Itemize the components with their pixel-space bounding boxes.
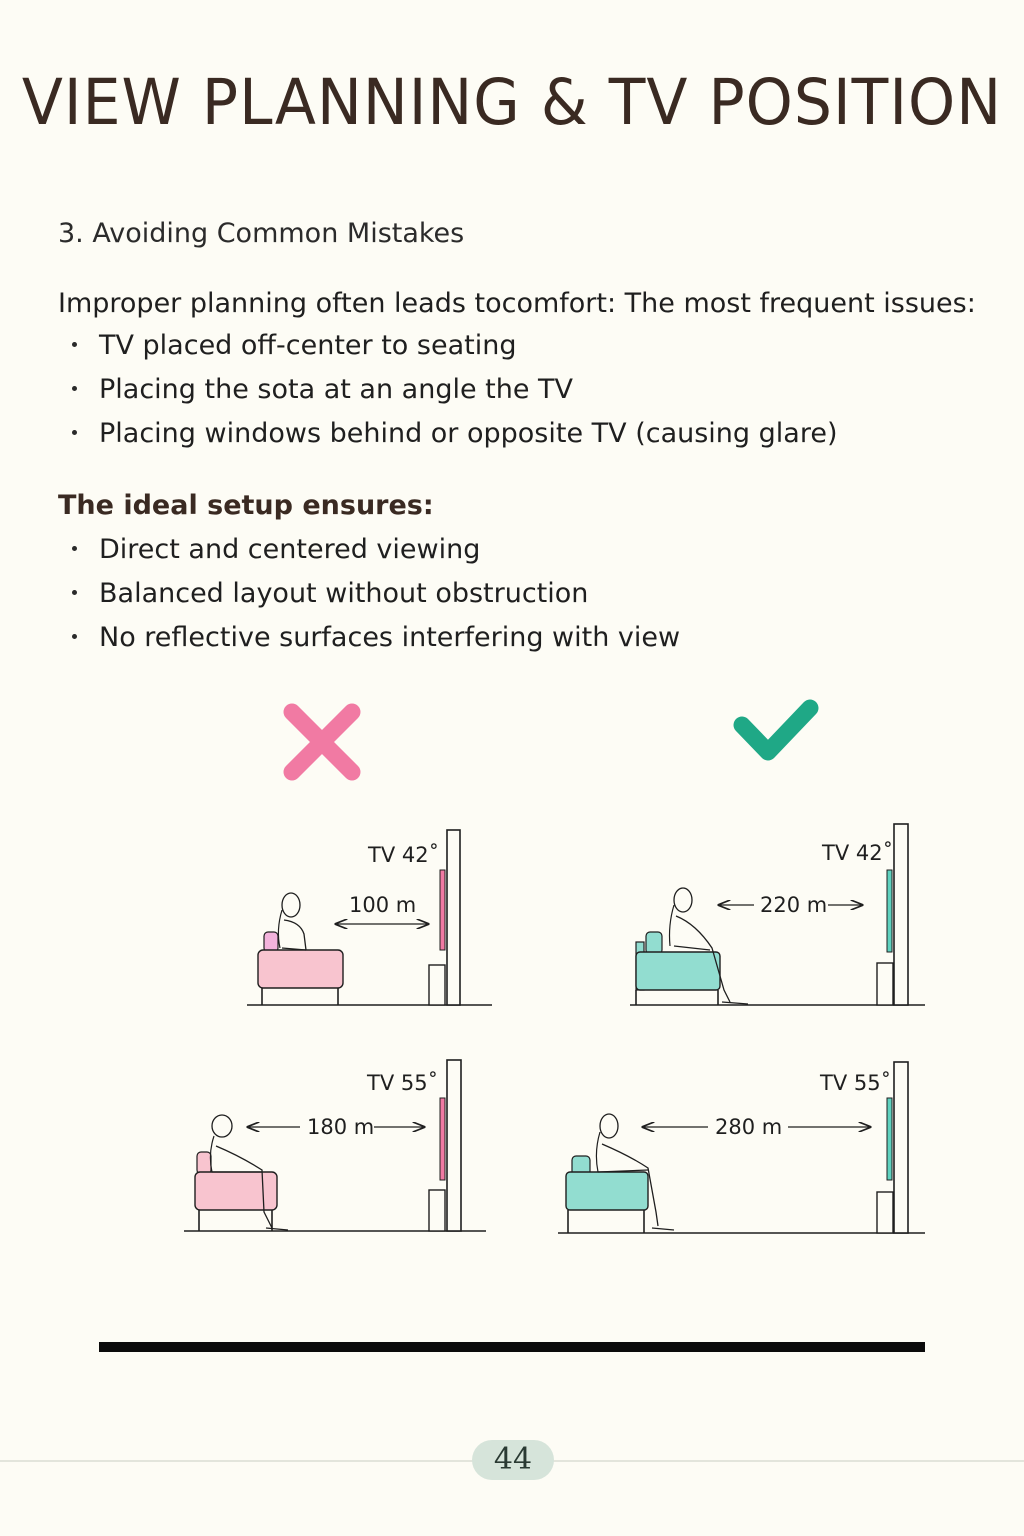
wall-icon — [446, 1059, 462, 1232]
person-on-sofa-icon — [194, 1114, 289, 1231]
distance-label: 280 m — [715, 1115, 782, 1139]
cabinet-icon — [428, 964, 446, 1006]
tv-icon — [886, 869, 893, 953]
distance-label: 100 m — [349, 893, 416, 917]
bullet-icon — [72, 342, 77, 347]
intro-text: Improper planning often leads tocomfort:… — [58, 288, 976, 319]
tv-icon — [439, 1097, 446, 1181]
wrong-scene-2: TV 55˚ 180 m — [184, 1059, 486, 1232]
bullet-icon — [72, 386, 77, 391]
issues-list: TV placed off-center to seating Placing … — [72, 324, 837, 456]
bullet-icon — [72, 590, 77, 595]
distance-label: 220 m — [760, 893, 827, 917]
wall-icon — [893, 1061, 909, 1234]
tv-size-label: TV 42˚ — [367, 843, 439, 867]
person-on-sofa-icon — [635, 887, 749, 1005]
wrong-scene-1: TV 42˚ 100 m — [247, 829, 492, 1006]
person-on-sofa-icon — [565, 1113, 675, 1233]
wall-icon — [446, 829, 461, 1006]
list-item: Direct and centered viewing — [72, 528, 680, 572]
viewing-distance-diagrams: TV 42˚ 100 m TV 42˚ 220 m — [184, 699, 925, 1234]
list-item: Placing the sota at an angle the TV — [72, 368, 837, 412]
tv-icon — [886, 1097, 893, 1181]
ideal-heading: The ideal setup ensures: — [58, 490, 434, 521]
section-heading: 3. Avoiding Common Mistakes — [58, 218, 465, 249]
cabinet-icon — [876, 1191, 894, 1234]
list-item: Placing windows behind or opposite TV (c… — [72, 412, 837, 456]
list-item: Balanced layout without obstruction — [72, 572, 680, 616]
tv-size-label: TV 42˚ — [821, 841, 893, 865]
right-scene-1: TV 42˚ 220 m — [630, 823, 925, 1006]
ideal-list: Direct and centered viewing Balanced lay… — [72, 528, 680, 660]
cabinet-icon — [876, 962, 894, 1006]
divider-rule — [99, 1342, 925, 1352]
page-number: 44 — [472, 1440, 554, 1480]
page-title: VIEW PLANNING & TV POSITION — [21, 66, 1003, 140]
person-on-sofa-icon — [257, 892, 344, 1005]
cabinet-icon — [428, 1189, 446, 1232]
check-icon — [733, 699, 819, 761]
tv-size-label: TV 55˚ — [366, 1071, 438, 1095]
tv-size-label: TV 55˚ — [819, 1071, 891, 1095]
bullet-icon — [72, 546, 77, 551]
bullet-icon — [72, 430, 77, 435]
tv-icon — [439, 869, 446, 951]
list-item: No reflective surfaces interfering with … — [72, 616, 680, 660]
distance-label: 180 m — [307, 1115, 374, 1139]
bullet-icon — [72, 634, 77, 639]
right-scene-2: TV 55˚ 280 m — [558, 1061, 925, 1234]
list-item: TV placed off-center to seating — [72, 324, 837, 368]
cross-icon — [283, 703, 361, 781]
wall-icon — [893, 823, 909, 1006]
